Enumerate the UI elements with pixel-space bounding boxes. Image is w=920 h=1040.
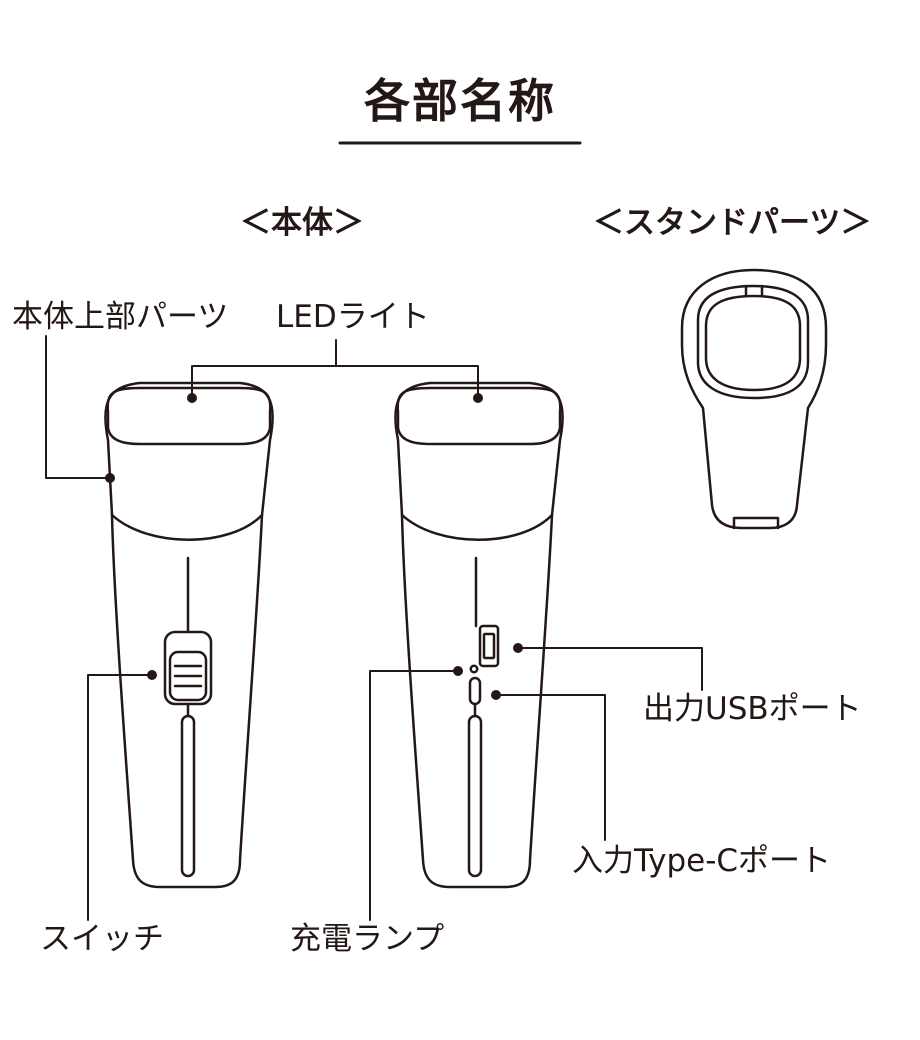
leader-upper-part <box>45 335 111 479</box>
dot-charge-lamp <box>453 666 463 676</box>
device-side-grip-slot <box>467 714 483 878</box>
callout-led-light: LEDライト <box>276 299 430 335</box>
device-side-view <box>394 381 564 889</box>
usb-output-port <box>478 624 500 668</box>
device-front-outline <box>104 381 274 889</box>
leader-charge-lamp <box>369 670 459 921</box>
callout-typec-in: 入力Type-Cポート <box>572 843 832 879</box>
stand-part <box>680 268 828 530</box>
device-front-view <box>104 381 274 889</box>
callout-upper-part: 本体上部パーツ <box>12 299 229 335</box>
dot-typec-in <box>491 690 501 700</box>
dot-led-right <box>473 393 483 403</box>
charge-lamp-indicator <box>469 664 479 674</box>
section-heading-body: ＜本体＞ <box>240 205 364 241</box>
leader-switch <box>87 674 151 921</box>
dot-switch <box>147 670 157 680</box>
usb-output-port-inner <box>482 632 496 660</box>
page-title: 各部名称 <box>364 74 556 128</box>
device-side-light-window <box>396 386 562 446</box>
callout-switch: スイッチ <box>40 921 164 957</box>
device-front-grip-slot <box>180 714 196 878</box>
section-heading-stand: ＜スタンドパーツ＞ <box>593 205 872 241</box>
leader-led-bracket <box>191 365 479 397</box>
stand-cup-opening <box>696 284 810 400</box>
leader-dots <box>105 393 523 700</box>
stand-base-tab <box>732 516 780 530</box>
dot-led-left <box>187 393 197 403</box>
stand-cup-inner <box>704 294 802 392</box>
device-side-outline <box>394 381 564 889</box>
leader-lines <box>45 335 703 921</box>
callout-usb-out: 出力USBポート <box>643 691 862 727</box>
callout-charge-lamp: 充電ランプ <box>290 921 445 957</box>
typec-input-port <box>468 676 482 706</box>
device-side-upper-seam <box>400 513 554 541</box>
device-front-upper-seam <box>110 513 264 541</box>
stand-outline <box>680 268 828 530</box>
leader-usb-out <box>517 647 703 691</box>
leader-typec-in <box>495 694 606 841</box>
dot-usb-out <box>513 643 523 653</box>
switch-body <box>163 630 213 706</box>
device-front-light-window <box>106 386 272 446</box>
dot-upper-part <box>105 473 115 483</box>
